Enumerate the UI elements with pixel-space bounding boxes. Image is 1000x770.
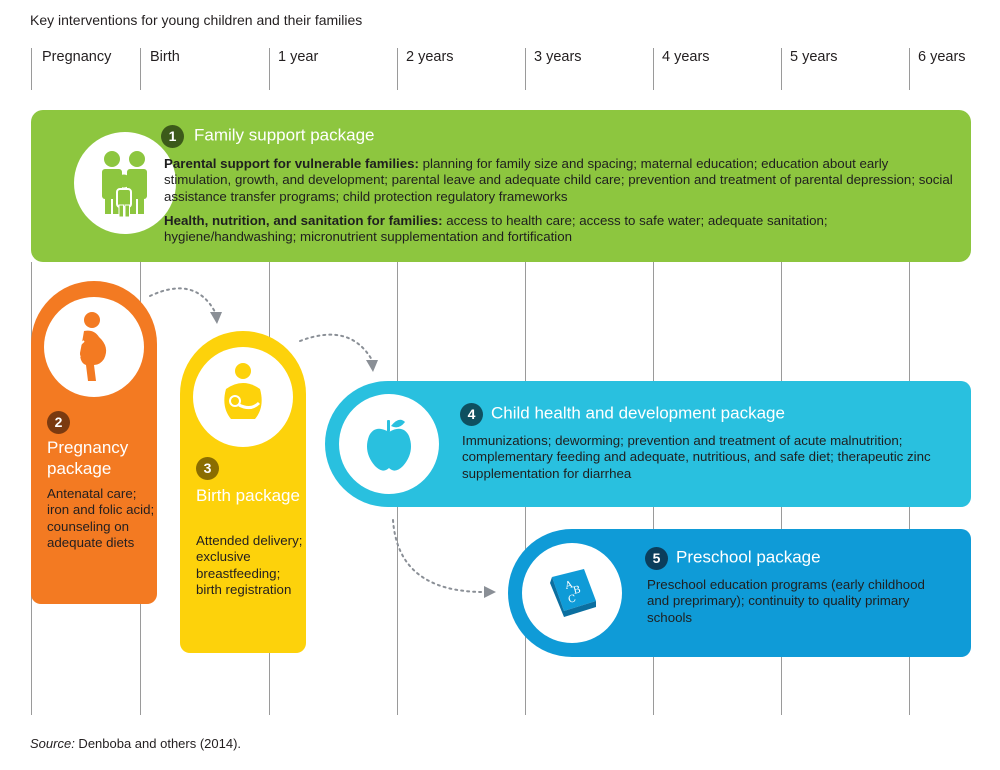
- timeline-tick: [781, 48, 782, 90]
- source-text: Denboba and others (2014).: [74, 736, 242, 751]
- health-nutrition-label: Health, nutrition, and sanitation for fa…: [164, 213, 443, 228]
- pregnancy-heading: Pregnancy package: [47, 438, 129, 478]
- parental-support-text: Parental support for vulnerable families…: [164, 156, 954, 205]
- timeline-label-6-years: 6 years: [918, 49, 966, 65]
- pregnant-woman-icon: [76, 312, 107, 381]
- timeline-label-2-years: 2 years: [406, 49, 454, 65]
- timeline-tick: [31, 48, 32, 90]
- child-heading-text: Child health and development package: [491, 403, 785, 423]
- child-health-package: 4 Child health and development package Im…: [325, 381, 971, 507]
- timeline-tick: [525, 48, 526, 90]
- preschool-package: A B C 5 Preschool package Preschool educa…: [508, 529, 971, 657]
- timeline-tick: [397, 48, 398, 90]
- apple-icon-circle: [339, 394, 439, 494]
- arrow-birth-to-child: [299, 333, 373, 361]
- family-number-badge: 1: [161, 125, 184, 148]
- timeline-label-birth: Birth: [150, 49, 180, 65]
- arrow-head: [366, 360, 378, 372]
- svg-text:B: B: [572, 584, 582, 597]
- source-label: Source:: [30, 736, 75, 751]
- abc-book-icon-circle: A B C: [522, 543, 622, 643]
- family-heading: 1 Family support package: [161, 125, 374, 148]
- family-support-package: 1 Family support package Parental support…: [31, 110, 971, 262]
- timeline-label-pregnancy: Pregnancy: [42, 49, 112, 65]
- parental-support-label: Parental support for vulnerable families…: [164, 156, 419, 171]
- preschool-heading-text: Preschool package: [676, 547, 821, 567]
- timeline-tick: [909, 48, 910, 90]
- abc-book-icon: A B C: [550, 569, 596, 617]
- timeline-tick: [140, 48, 141, 90]
- figure-title: Key interventions for young children and…: [30, 12, 363, 28]
- breastfeeding-icon: [224, 363, 262, 419]
- svg-text:A: A: [563, 579, 575, 592]
- birth-text: Attended delivery; exclusive breastfeedi…: [196, 533, 303, 597]
- health-nutrition-body: access to health care; access to safe wa…: [164, 213, 828, 245]
- parental-support-body: planning for family size and spacing; ma…: [164, 156, 953, 204]
- pregnant-woman-icon-circle: [44, 297, 144, 397]
- pregnancy-number-badge: 2: [47, 411, 70, 434]
- arrow-pregnancy-to-birth: [149, 287, 216, 313]
- health-nutrition-text: Health, nutrition, and sanitation for fa…: [164, 213, 954, 246]
- child-text: Immunizations; deworming; prevention and…: [462, 433, 931, 481]
- timeline-label-4-years: 4 years: [662, 49, 710, 65]
- child-heading: 4 Child health and development package: [460, 403, 785, 426]
- timeline-label-1-year: 1 year: [278, 49, 319, 65]
- timeline-label-5-years: 5 years: [790, 49, 838, 65]
- arrow-head: [210, 312, 222, 324]
- birth-heading: Birth package: [196, 486, 300, 505]
- family-icon-circle: [74, 132, 176, 234]
- arrow-head: [484, 586, 496, 598]
- pregnancy-package: 2 Pregnancy package Antenatal care; iron…: [31, 281, 157, 604]
- timeline-tick: [653, 48, 654, 90]
- child-number-badge: 4: [460, 403, 483, 426]
- timeline-tick: [269, 48, 270, 90]
- pregnancy-text: Antenatal care; iron and folic acid; cou…: [47, 486, 155, 550]
- preschool-number-badge: 5: [645, 547, 668, 570]
- breastfeeding-icon-circle: [193, 347, 293, 447]
- svg-text:C: C: [567, 593, 578, 606]
- preschool-heading: 5 Preschool package: [645, 547, 821, 570]
- family-heading-text: Family support package: [194, 125, 375, 145]
- timeline-label-3-years: 3 years: [534, 49, 582, 65]
- source-note: Source: Denboba and others (2014).: [30, 736, 241, 751]
- arrow-child-to-preschool: [392, 519, 485, 593]
- birth-package: 3 Birth package Attended delivery; exclu…: [180, 331, 306, 653]
- family-icon: [102, 151, 147, 218]
- birth-number-badge: 3: [196, 457, 219, 480]
- preschool-text: Preschool education programs (early chil…: [647, 577, 925, 625]
- apple-icon: [367, 419, 411, 471]
